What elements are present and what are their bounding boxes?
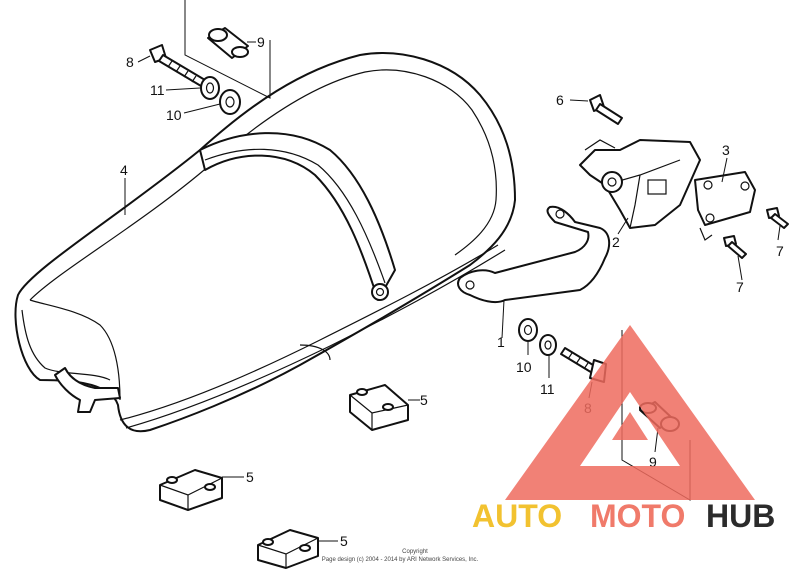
seat-bracket (579, 139, 701, 229)
washer-10-top (219, 89, 241, 115)
callout-11-top: 11 (150, 82, 165, 98)
watermark-triangle (505, 325, 755, 500)
callout-6: 6 (556, 92, 564, 108)
callout-4: 4 (120, 162, 128, 178)
cushion-9-top (207, 27, 249, 59)
mounting-plate (694, 171, 756, 241)
seat (14, 52, 516, 433)
bolt-8-top (149, 44, 206, 87)
callout-10-mid: 10 (516, 359, 532, 375)
callout-1: 1 (497, 334, 505, 350)
watermark-part-hub: HUB (706, 498, 775, 534)
callout-11-mid: 11 (540, 381, 555, 397)
watermark-part-moto: MOTO (590, 498, 685, 534)
bolt-6 (589, 94, 623, 125)
screw-7-b (723, 235, 747, 259)
callout-8-top: 8 (126, 54, 134, 70)
rubber-block-5-c (257, 529, 319, 569)
rubber-block-5-b (159, 469, 223, 511)
screw-7-a (766, 207, 789, 229)
copyright-line-1: Copyright (402, 549, 428, 555)
callout-9-top: 9 (257, 34, 265, 50)
callout-5-b: 5 (246, 469, 254, 485)
callout-5-a: 5 (420, 392, 428, 408)
grab-bar (457, 205, 611, 304)
top-fastener-group (149, 0, 271, 115)
rubber-block-5-a (349, 384, 409, 431)
lock-washer-11-top (200, 76, 220, 100)
washer-10-mid (518, 318, 538, 342)
copyright-line-2: Page design (c) 2004 - 2014 by ARI Netwo… (322, 557, 479, 563)
callout-7-b: 7 (736, 279, 744, 295)
callout-2: 2 (612, 234, 620, 250)
callout-7-a: 7 (776, 243, 784, 259)
watermark-logo (505, 325, 755, 500)
lock-washer-11-mid (539, 334, 557, 356)
watermark-part-auto: AUTO (472, 498, 562, 534)
callout-5-c: 5 (340, 533, 348, 549)
callout-3: 3 (722, 142, 730, 158)
watermark-text: AUTO MOTO HUB (472, 498, 775, 534)
callout-10-top: 10 (166, 107, 182, 123)
callout-9-mid: 9 (649, 454, 657, 470)
